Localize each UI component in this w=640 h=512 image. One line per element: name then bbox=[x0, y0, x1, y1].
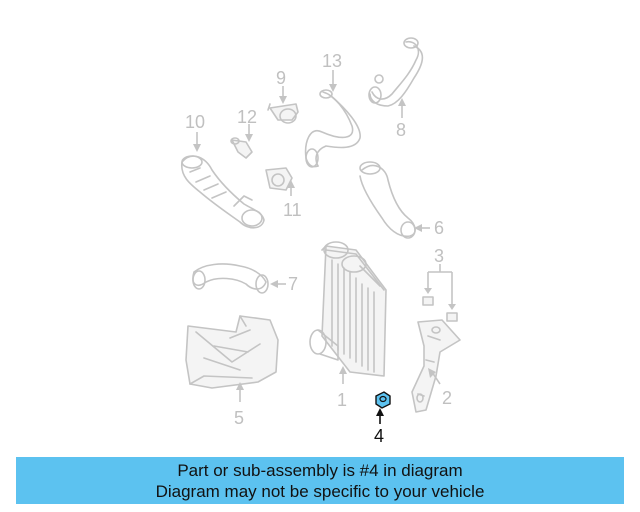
callout-3: 3 bbox=[434, 246, 444, 266]
part-13-hose bbox=[304, 89, 361, 168]
part-3-fasteners bbox=[422, 271, 458, 322]
part-info-banner: Part or sub-assembly is #4 in diagram Di… bbox=[16, 457, 624, 504]
callout-7: 7 bbox=[288, 274, 298, 294]
part-9-sensor bbox=[267, 103, 299, 124]
callout-2: 2 bbox=[442, 388, 452, 408]
callout-10: 10 bbox=[185, 112, 205, 132]
part-2-bracket bbox=[411, 319, 461, 413]
part-6-hose bbox=[359, 161, 416, 239]
callout-1: 1 bbox=[337, 390, 347, 410]
part-7-hose bbox=[192, 263, 269, 294]
callout-8: 8 bbox=[396, 120, 406, 140]
part-10-intake-hose bbox=[180, 155, 265, 229]
callout-6: 6 bbox=[434, 218, 444, 238]
callout-12: 12 bbox=[237, 107, 257, 127]
parts-diagram: 13 8 9 12 10 11 bbox=[180, 37, 461, 446]
part-8-hose bbox=[368, 37, 424, 107]
callout-11: 11 bbox=[283, 200, 302, 220]
callout-9: 9 bbox=[276, 68, 286, 88]
banner-line-part: Part or sub-assembly is #4 in diagram bbox=[177, 461, 463, 480]
part-5-air-duct bbox=[185, 315, 279, 389]
banner-line-disclaimer: Diagram may not be specific to your vehi… bbox=[155, 482, 485, 501]
part-12-valve bbox=[230, 137, 253, 159]
callout-5: 5 bbox=[234, 408, 244, 428]
callout-4: 4 bbox=[374, 426, 384, 446]
part-1-intercooler bbox=[309, 241, 387, 377]
callout-13: 13 bbox=[322, 51, 342, 71]
part-4-nut bbox=[375, 391, 391, 409]
